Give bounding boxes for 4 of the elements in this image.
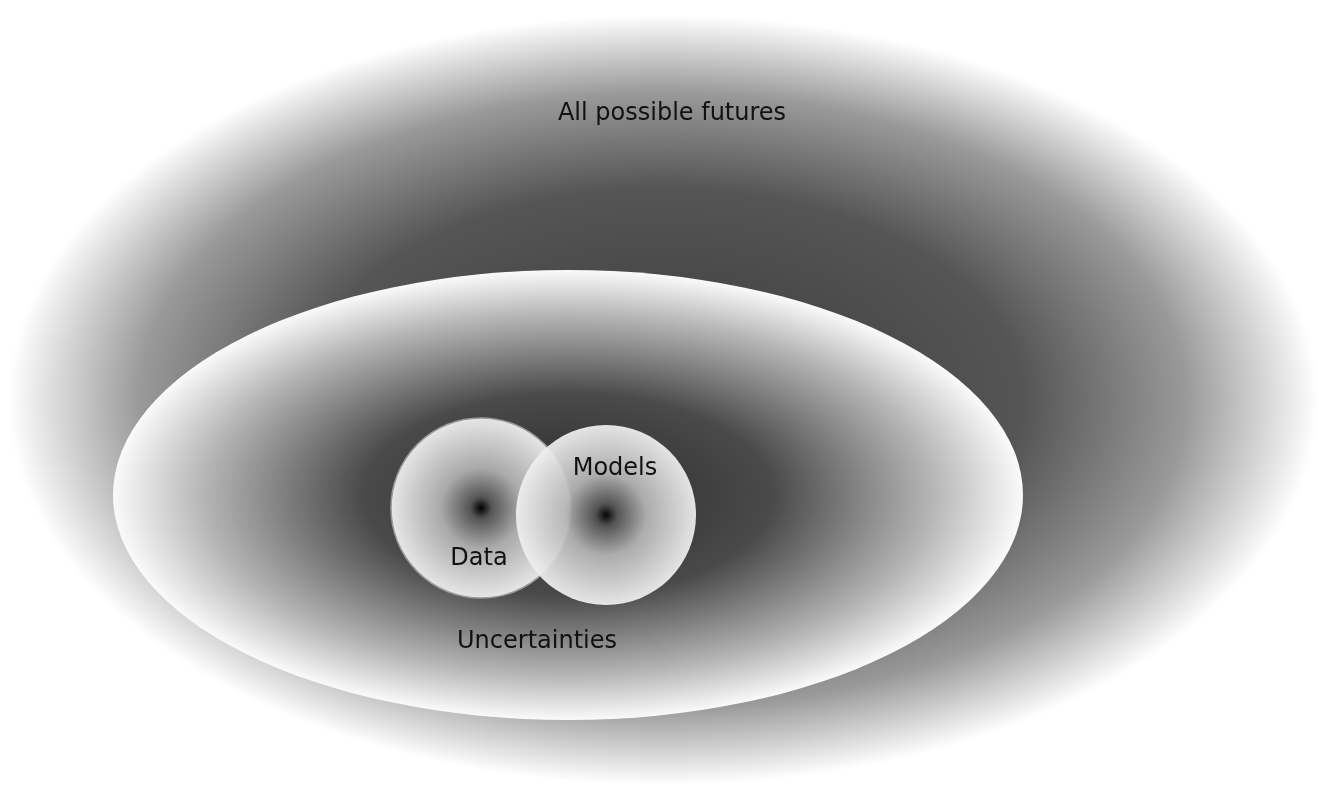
- region-label: Data: [450, 543, 508, 571]
- region-label: Uncertainties: [457, 626, 617, 654]
- region-label: All possible futures: [557, 98, 787, 126]
- region-label: Models: [572, 453, 658, 481]
